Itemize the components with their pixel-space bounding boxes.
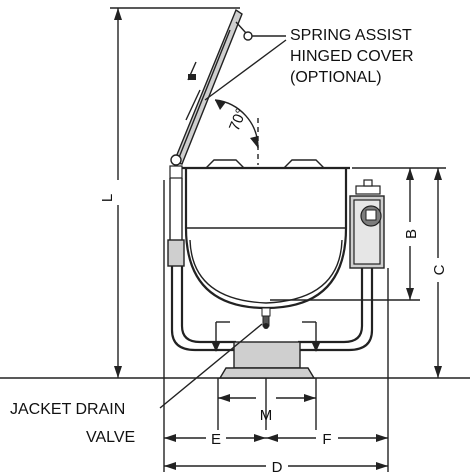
dimension-m [218,394,316,402]
dimension-d [164,462,388,470]
support-frame [170,266,374,352]
pour-arrow-right [302,321,320,352]
dimension-l-label: L [99,194,116,202]
dimension-l [110,7,240,378]
kettle-body [180,159,350,310]
dimension-d-label: D [272,459,283,475]
cover-label-3: (OPTIONAL) [290,69,382,86]
dimension-b-label: B [403,229,420,239]
dimension-c-label: C [431,264,448,275]
dimension-f-label: F [322,431,331,448]
angle-label: 70° [226,106,250,133]
pivot-assembly [167,154,185,267]
dimension-f [266,434,388,442]
tilt-gearbox [349,179,385,269]
drain-valve [261,307,271,329]
dimension-b [270,167,420,301]
drain-label-1: JACKET DRAIN [10,401,125,418]
spring-clip [188,74,196,80]
drain-label-2: VALVE [86,429,135,446]
dimension-m-label: M [260,407,273,424]
dimension-c [420,167,446,378]
drain-leader [159,323,263,409]
dimension-e [164,434,266,442]
cover-leader-2 [204,39,287,101]
cover-label-2: HINGED COVER [290,48,414,65]
dimension-e-label: E [211,431,221,448]
pedestal-base [218,341,316,379]
hinged-cover [173,8,253,165]
pour-arrow-left [212,321,230,352]
cover-label-1: SPRING ASSIST [290,27,412,44]
